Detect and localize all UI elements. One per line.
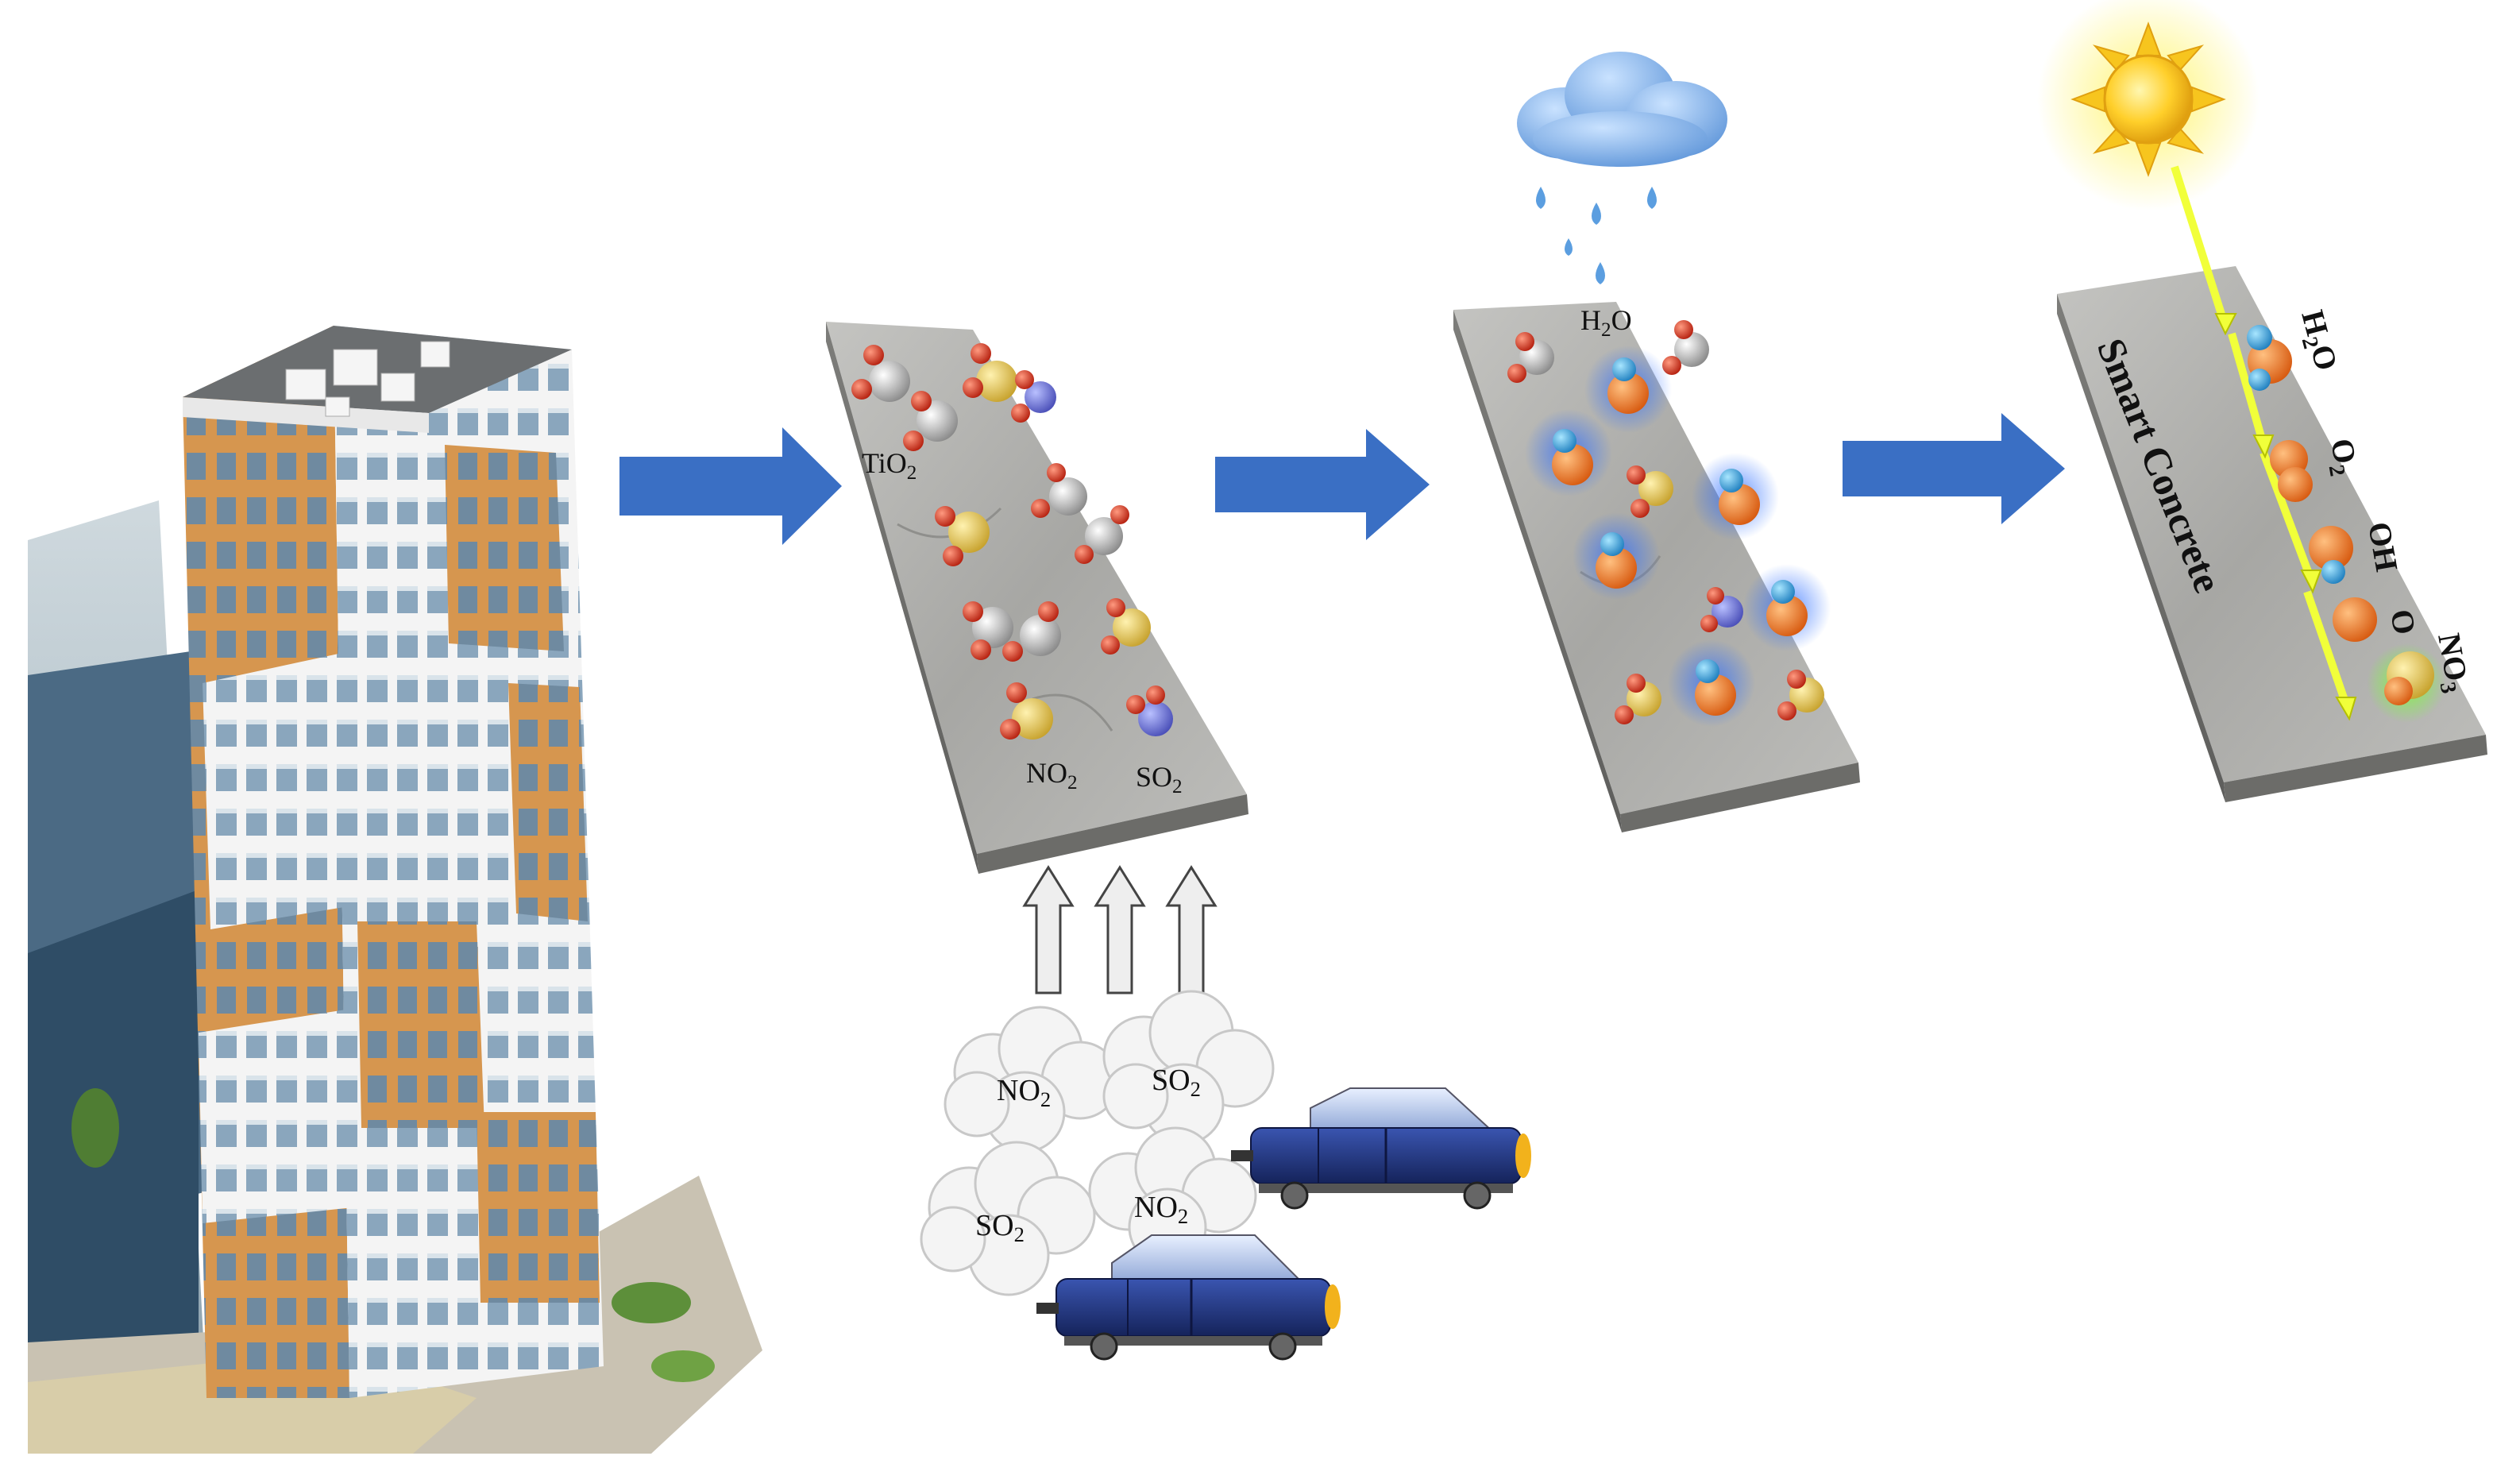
oh-label: OH [2361,519,2405,574]
molecule-icon [2333,597,2377,642]
emission-cloud: SO2 [920,1141,1096,1296]
no2-label: NO2 [1026,757,1078,794]
up-arrow-icon [1165,865,1218,994]
sun-icon [2037,0,2260,210]
emission-cloud: NO2 [944,1006,1120,1153]
concrete-slab-hydration: H2O [1453,302,1860,832]
emission-cloud: SO2 [1102,990,1275,1145]
molecule-icon [1507,320,1824,724]
molecule-icon [2309,526,2353,584]
building-illustration [28,326,762,1454]
car-icon [1036,1234,1341,1361]
molecule-icon [851,343,1173,740]
up-arrow-icon [1022,865,1075,994]
molecule-icon [2367,643,2446,723]
so2-label: SO2 [1136,761,1183,797]
o2-label: O2 [2319,436,2365,478]
cloud-label: SO2 [975,1209,1025,1246]
concrete-slab-smart: Smart Concrete H2O O2 OH O [2057,165,2487,802]
concrete-slab-pollutants: TiO2 NO2 SO2 [826,322,1248,874]
up-arrow-icon [1094,865,1146,994]
flow-arrow-icon [1843,413,2065,524]
cloud-label: NO2 [1134,1191,1188,1228]
flow-arrow-icon [1215,429,1430,540]
molecule-icon [2270,440,2313,502]
h2o-label: H2O [1580,304,1632,341]
flow-arrow-icon [619,427,842,545]
cloud-label: SO2 [1152,1064,1201,1101]
molecule-icon [2247,325,2292,391]
tio2-label: TiO2 [862,447,917,484]
cloud-label: NO2 [997,1074,1051,1111]
hydroxyl-molecules [1525,346,1831,727]
rain-cloud-icon [1517,52,1727,284]
emission-cloud: NO2 [1088,1126,1257,1267]
o-label: O [2383,607,2423,637]
h2o-label: H2O [2290,307,2345,376]
car-icon [1231,1087,1531,1210]
light-beam [2171,165,2351,709]
no3-label: NO3 [2426,631,2476,696]
